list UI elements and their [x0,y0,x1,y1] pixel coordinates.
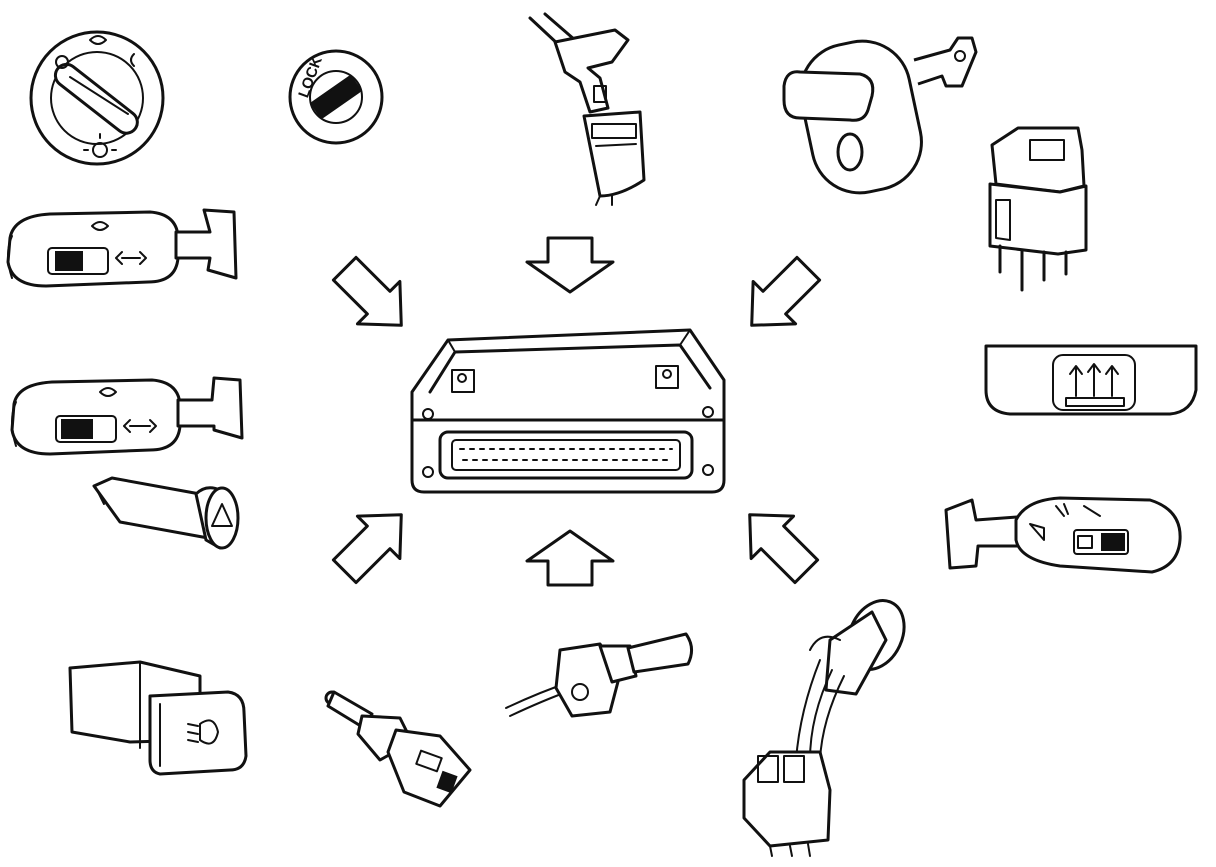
lock-switch: LOCK [288,49,384,145]
beam-icon [91,221,109,231]
door-contact-switch [782,36,978,195]
wiper-stalk [944,496,1182,574]
indicator-stalk-upper [6,208,238,288]
indicator-arrows-icon [115,251,147,265]
sun-icon [83,133,117,158]
seat-belt-buckle [528,12,646,206]
indicator-arrows-icon [123,419,157,433]
beam-icon [99,387,117,397]
arrow-from-top-left [331,255,403,327]
fog-light-icon [187,719,219,745]
hazard-switch [92,476,240,550]
central-control-unit [410,328,726,494]
arrow-from-bottom-left [331,513,403,585]
arrow-from-bottom [525,529,615,587]
indicator-stalk-lower [10,376,244,456]
arrow-from-top-right [750,255,822,327]
temperature-sender [505,632,693,718]
rear-defrost-switch [984,344,1198,416]
defrost-icon [1065,363,1125,407]
washer-icon [1029,503,1101,541]
arrow-from-bottom-right [748,513,820,585]
fog-light-switch [68,660,248,776]
oil-pressure-switch [742,599,906,857]
light-switch [29,30,165,166]
arrow-from-top [525,236,615,294]
connector-pins [459,448,673,461]
hazard-icon [211,503,233,527]
brake-light-switch [324,690,472,808]
relay [988,126,1088,292]
headlight-icon [89,35,135,67]
